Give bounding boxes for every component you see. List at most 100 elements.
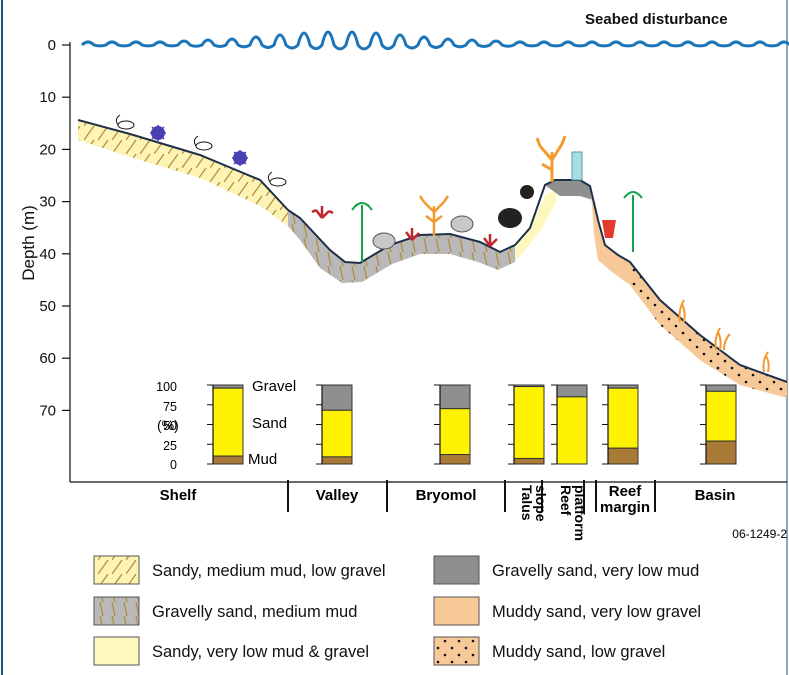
depth-tick-label: 30 xyxy=(39,194,56,211)
zone-label-basin: Basin xyxy=(695,487,736,504)
gravel-segment xyxy=(321,384,353,411)
shrimp-icon xyxy=(115,114,135,130)
depth-tick-label: 40 xyxy=(39,246,56,263)
biota-illustrations xyxy=(115,114,770,373)
legend-label: Sandy, medium mud, low gravel xyxy=(152,562,386,580)
seabed-disturbance-wave xyxy=(80,30,789,51)
green-sea-pen-icon xyxy=(351,202,373,262)
orange-seagrass-icon xyxy=(762,351,770,373)
mud-segment xyxy=(607,447,639,465)
red-bryozoan-icon xyxy=(405,228,420,241)
composition-axis: 100 75 50 25 0 (%) Gravel Sand Mud xyxy=(156,378,296,472)
blue-tube-sponge-icon xyxy=(571,151,583,181)
mud-segment xyxy=(212,455,244,465)
zone-label-platform-1: Reef xyxy=(558,485,574,516)
sea-urchin-icon xyxy=(232,150,248,166)
sea-urchin-icon xyxy=(150,125,166,141)
sand-segment xyxy=(439,408,471,456)
reef-platform-sediment xyxy=(545,180,593,200)
depth-axis: 0 10 20 30 40 50 60 70 Depth (m) xyxy=(19,37,71,482)
gravel-segment xyxy=(705,384,737,392)
legend-swatch xyxy=(93,555,140,585)
sand-segment xyxy=(212,387,244,457)
orange-branching-coral-icon xyxy=(535,135,567,182)
gravel-label: Gravel xyxy=(252,378,296,395)
green-sea-pen-icon xyxy=(623,191,643,252)
legend-swatch xyxy=(93,596,140,626)
gravel-segment xyxy=(556,384,588,398)
depth-axis-label: Depth (m) xyxy=(19,205,38,281)
orange-seagrass-icon xyxy=(714,327,731,351)
legend-item: Sandy, very low mud & gravel xyxy=(93,636,369,666)
legend-label: Sandy, very low mud & gravel xyxy=(152,643,369,661)
legend-swatch xyxy=(433,596,480,626)
shrimp-icon xyxy=(193,135,213,151)
zone-label-talus-2: slope xyxy=(533,485,549,522)
orange-seagrass-icon xyxy=(678,299,686,323)
legend-label: Gravelly sand, medium mud xyxy=(152,603,357,621)
comp-tick-25: 25 xyxy=(163,439,177,453)
reef-margin-sediment xyxy=(590,186,630,285)
sand-segment xyxy=(607,387,639,449)
red-cup-sponge-icon xyxy=(602,220,616,238)
legend-item: Gravelly sand, very low mud xyxy=(433,555,699,585)
composition-column xyxy=(207,384,244,465)
depth-tick-label: 60 xyxy=(39,350,56,367)
depth-tick-label: 10 xyxy=(39,89,56,106)
comp-tick-75: 75 xyxy=(163,400,177,414)
depth-tick-label: 0 xyxy=(48,37,56,54)
seabed-profile xyxy=(77,119,788,398)
black-sponge-icon xyxy=(498,185,534,228)
composition-column xyxy=(316,384,353,465)
composition-column xyxy=(434,384,471,465)
composition-column xyxy=(602,384,639,465)
legend-label: Muddy sand, very low gravel xyxy=(492,603,701,621)
gray-rock-icon xyxy=(450,215,474,233)
legend-label: Gravelly sand, very low mud xyxy=(492,562,699,580)
zone-label-margin-1: Reef xyxy=(609,483,643,500)
sand-segment xyxy=(321,409,353,458)
gravel-segment xyxy=(439,384,471,410)
sand-segment xyxy=(513,386,545,459)
red-bryozoan-icon xyxy=(483,234,498,247)
composition-column xyxy=(700,384,737,465)
mud-segment xyxy=(439,454,471,465)
comp-unit-label: (%) xyxy=(157,417,179,433)
zone-axis: Shelf Valley Bryomol Talus slope Reef pl… xyxy=(70,480,787,541)
depth-tick-label: 20 xyxy=(39,141,56,158)
legend-item: Gravelly sand, medium mud xyxy=(93,596,357,626)
shelf-sediment xyxy=(78,120,288,226)
legend-swatch xyxy=(93,636,140,666)
comp-tick-100: 100 xyxy=(156,380,177,394)
comp-tick-0: 0 xyxy=(170,458,177,472)
depth-tick-label: 70 xyxy=(39,402,56,419)
mud-label: Mud xyxy=(248,451,277,468)
legend-item: Sandy, medium mud, low gravel xyxy=(93,555,386,585)
shrimp-icon xyxy=(267,171,287,187)
zone-label-margin-2: margin xyxy=(600,499,650,516)
figure-id: 06-1249-2 xyxy=(732,527,787,541)
comp-tick-50: 50 xyxy=(163,419,177,433)
depth-tick-label: 50 xyxy=(39,298,56,315)
gray-rock-icon xyxy=(372,232,396,250)
mud-segment xyxy=(513,457,545,465)
composition-column xyxy=(508,384,545,465)
legend-item: Muddy sand, low gravel xyxy=(433,636,665,666)
zone-label-valley: Valley xyxy=(316,487,359,504)
red-bryozoan-icon xyxy=(311,206,334,219)
legend-label: Muddy sand, low gravel xyxy=(492,643,665,661)
valley-bryomol-sediment xyxy=(288,210,515,283)
sand-label: Sand xyxy=(252,415,287,432)
zone-label-shelf: Shelf xyxy=(160,487,198,504)
seabed-line xyxy=(77,119,788,383)
legend-item: Muddy sand, very low gravel xyxy=(433,596,701,626)
zone-label-bryomol: Bryomol xyxy=(416,487,477,504)
basin-sediment xyxy=(630,262,787,398)
seabed-disturbance-title: Seabed disturbance xyxy=(585,11,728,28)
composition-column xyxy=(551,384,588,465)
mud-segment xyxy=(321,456,353,465)
sand-segment xyxy=(705,390,737,442)
mud-segment xyxy=(705,440,737,465)
